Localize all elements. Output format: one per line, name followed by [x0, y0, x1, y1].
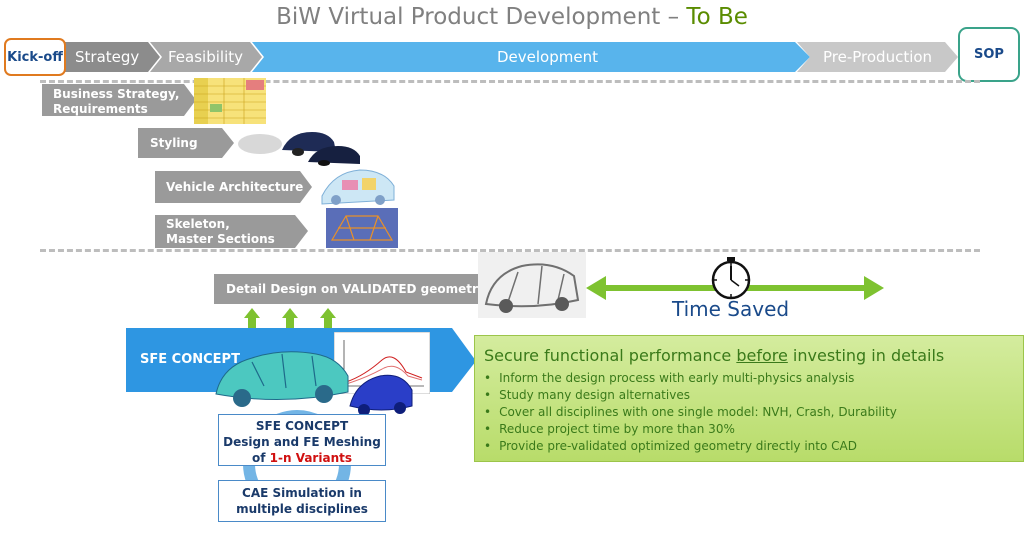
- sfe-box-line3: of 1-n Variants: [252, 451, 352, 465]
- detail-design-label: Detail Design on VALIDATED geometry: [226, 282, 486, 296]
- development-label: Development: [497, 48, 598, 66]
- skeleton-image: [326, 208, 398, 248]
- stopwatch-icon: [711, 257, 751, 300]
- sfe-box-line2: Design and FE Meshing: [223, 435, 381, 449]
- sfe-car-model-image: [215, 351, 349, 407]
- stage-skeleton-label: Skeleton,Master Sections: [166, 217, 275, 246]
- stage-arrow-styling: [138, 128, 234, 158]
- sfe-concept-label: SFE CONCEPT: [140, 352, 240, 367]
- benefit-item: Provide pre-validated optimized geometry…: [484, 438, 897, 455]
- separator-top: [40, 80, 980, 83]
- bodyshell-image: [478, 252, 586, 318]
- architecture-car-image: [321, 169, 395, 205]
- feasibility-label: Feasibility: [168, 48, 243, 66]
- cae-box-line1: CAE Simulation in: [242, 486, 362, 500]
- time-saved-label: Time Saved: [672, 297, 790, 321]
- variant-model-image: [349, 374, 413, 416]
- strategy-arrow: [64, 42, 160, 72]
- title-main: BiW Virtual Product Development –: [276, 4, 687, 30]
- requirements-table-image: [194, 78, 266, 124]
- benefits-list: Inform the design process with early mul…: [484, 370, 897, 455]
- stage-architecture-label: Vehicle Architecture: [166, 180, 304, 194]
- feasibility-arrow: [150, 42, 262, 72]
- strategy-label: Strategy: [75, 48, 140, 66]
- stage-arrows: [42, 84, 312, 248]
- stage-arrow-architecture: [155, 171, 312, 203]
- stage-arrow-business: [42, 84, 196, 116]
- up-arrow: [282, 308, 298, 330]
- sop-box: SOP: [958, 27, 1020, 82]
- separator-middle: [40, 249, 980, 252]
- up-arrows: [244, 308, 336, 330]
- sfe-design-meshing-box: SFE CONCEPT Design and FE Meshing of 1-n…: [218, 414, 386, 466]
- benefit-item: Cover all disciplines with one single mo…: [484, 404, 897, 421]
- stage-arrow-skeleton: [155, 215, 308, 248]
- cae-simulation-box: CAE Simulation in multiple disciplines: [218, 480, 386, 522]
- stage-business-label: Business Strategy,Requirements: [53, 87, 180, 116]
- kickoff-box: Kick-off: [4, 38, 66, 76]
- timeline-arrows: [64, 42, 958, 72]
- development-arrow: [252, 42, 810, 72]
- styling-cars-image: [238, 132, 360, 166]
- preproduction-arrow: [797, 42, 958, 72]
- benefit-item: Study many design alternatives: [484, 387, 897, 404]
- cae-box-line2: multiple disciplines: [236, 502, 368, 516]
- page-title: BiW Virtual Product Development – To Be: [0, 4, 1024, 30]
- benefit-item: Reduce project time by more than 30%: [484, 421, 897, 438]
- benefit-item: Inform the design process with early mul…: [484, 370, 897, 387]
- stage-styling-label: Styling: [150, 136, 198, 150]
- up-arrow: [244, 308, 260, 330]
- up-arrow: [320, 308, 336, 330]
- detail-design-arrow: [214, 274, 524, 304]
- sfe-box-line1: SFE CONCEPT: [255, 419, 349, 433]
- benefits-title: Secure functional performance before inv…: [484, 346, 945, 365]
- title-highlight: To Be: [686, 4, 748, 30]
- preproduction-label: Pre-Production: [823, 48, 933, 66]
